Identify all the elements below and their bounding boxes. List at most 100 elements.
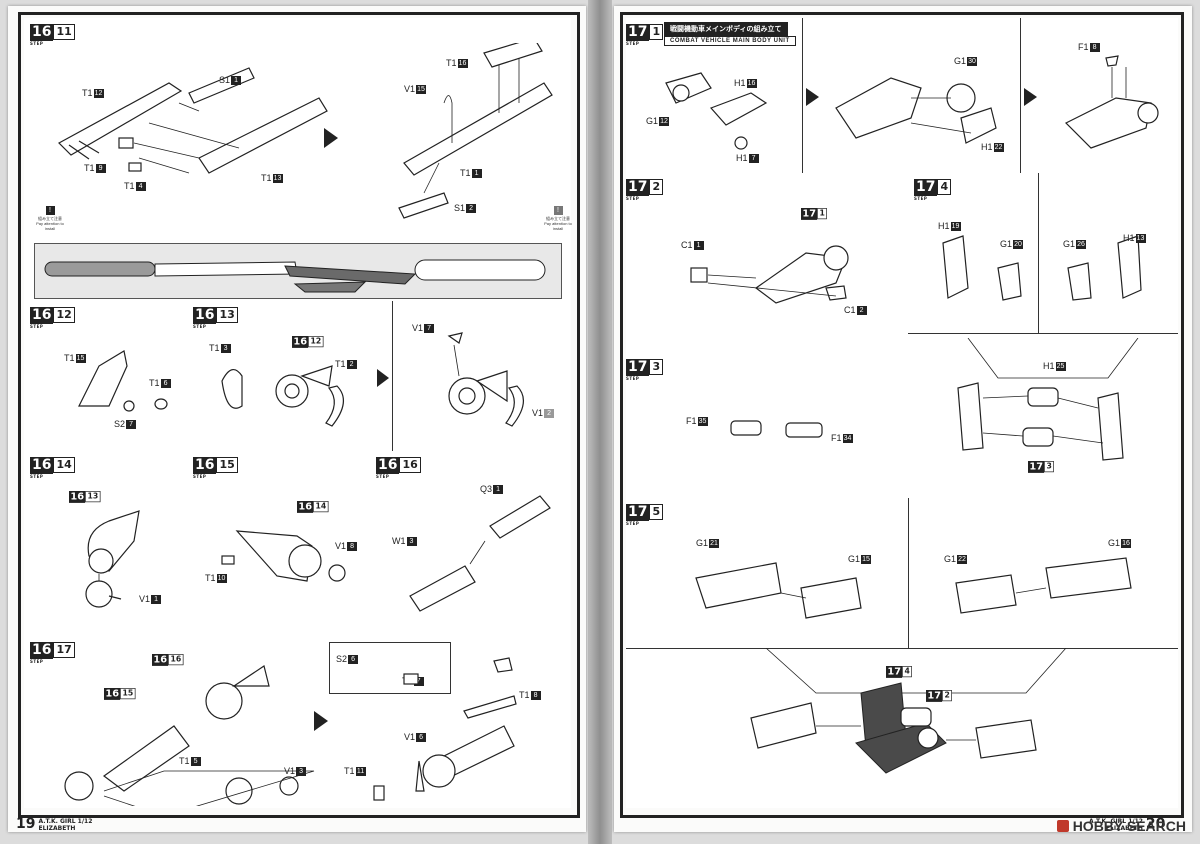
completed-weapon-box	[34, 243, 562, 299]
next-arrow	[377, 369, 389, 387]
side-panel-left-drawing	[695, 562, 862, 619]
completed-weapon-drawing	[44, 259, 546, 293]
axle-assembly-drawing	[957, 338, 1139, 461]
section-title-jp: 戦闘機動車メインボディの組み立て	[664, 22, 788, 36]
hilt-final-assembly-drawing	[373, 657, 517, 801]
next-arrow	[314, 711, 328, 731]
warning-note-left: !組み立て注意 Pay attention to install	[36, 206, 64, 231]
wheel-bracket-right-drawing	[1067, 235, 1142, 301]
axle-parts-drawing	[730, 420, 823, 438]
subassembly-box	[329, 642, 451, 694]
vehicle-front-parts-drawing	[665, 72, 768, 150]
hilt-parts-drawing	[78, 350, 168, 412]
watermark: HOBBY SEARCH	[1056, 818, 1186, 834]
vehicle-body-final-drawing	[1064, 55, 1159, 149]
book-spine	[588, 0, 612, 844]
hilt-final-drawing	[447, 332, 524, 427]
warning-note-right: !組み立て注意 Pay attention to install	[544, 206, 572, 231]
next-arrow	[1024, 88, 1037, 106]
next-arrow	[324, 128, 338, 148]
guard-drawing	[85, 510, 140, 608]
section-title-en: COMBAT VEHICLE MAIN BODY UNIT	[664, 36, 796, 46]
hilt-full-assembly-drawing	[64, 665, 315, 806]
pommel-drawing	[221, 530, 346, 582]
vehicle-body-assembly-drawing	[835, 77, 997, 144]
side-panel-right-drawing	[955, 557, 1132, 614]
weapon-parts-drawing	[58, 67, 328, 174]
grip-drawing	[409, 495, 551, 612]
left-page-frame	[18, 12, 580, 818]
vehicle-chassis-drawing	[690, 245, 849, 304]
main-body-final-drawing	[750, 648, 1067, 774]
weapon-assembly-drawing	[398, 43, 553, 219]
